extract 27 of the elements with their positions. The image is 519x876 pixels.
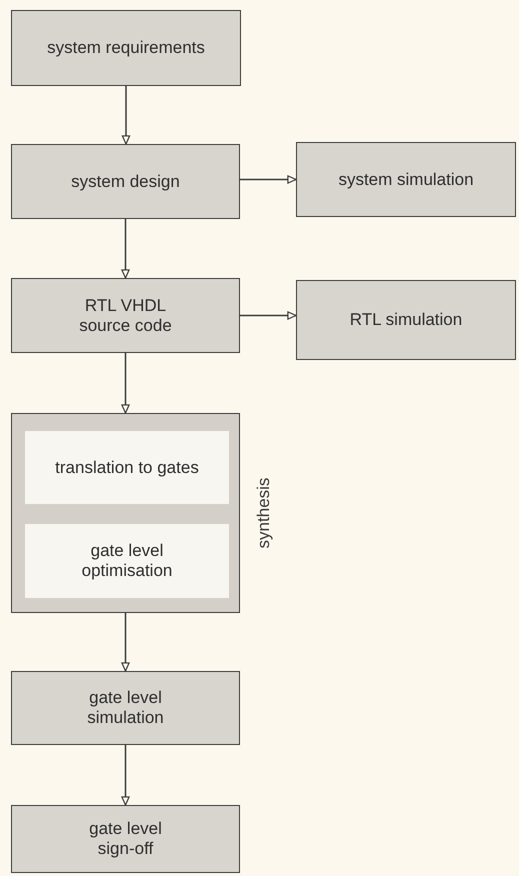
arrow bbox=[122, 86, 130, 145]
arrow bbox=[240, 175, 297, 184]
box-label: RTL VHDL source code bbox=[78, 296, 173, 336]
box-label: system design bbox=[71, 172, 180, 192]
process-box bbox=[11, 278, 240, 353]
box-label: RTL simulation bbox=[350, 310, 462, 330]
process-box bbox=[11, 805, 240, 873]
side-label: synthesis bbox=[254, 478, 274, 548]
process-box bbox=[296, 142, 516, 217]
arrow bbox=[240, 311, 297, 320]
process-box bbox=[296, 280, 516, 360]
arrow bbox=[121, 613, 130, 672]
box-label: gate level simulation bbox=[86, 688, 165, 728]
process-box bbox=[11, 671, 240, 745]
step-panel bbox=[25, 431, 229, 504]
step-panel bbox=[25, 524, 229, 598]
box-label: gate level optimisation bbox=[80, 541, 174, 581]
group-box bbox=[11, 413, 240, 613]
process-box bbox=[11, 10, 241, 86]
box-label: translation to gates bbox=[55, 458, 199, 478]
box-label: gate level sign-off bbox=[88, 819, 163, 859]
box-label: system simulation bbox=[338, 170, 474, 190]
arrow bbox=[121, 353, 130, 414]
box-label: system requirements bbox=[47, 38, 205, 58]
arrow bbox=[121, 745, 130, 806]
process-box bbox=[11, 144, 240, 219]
arrow bbox=[121, 219, 130, 279]
